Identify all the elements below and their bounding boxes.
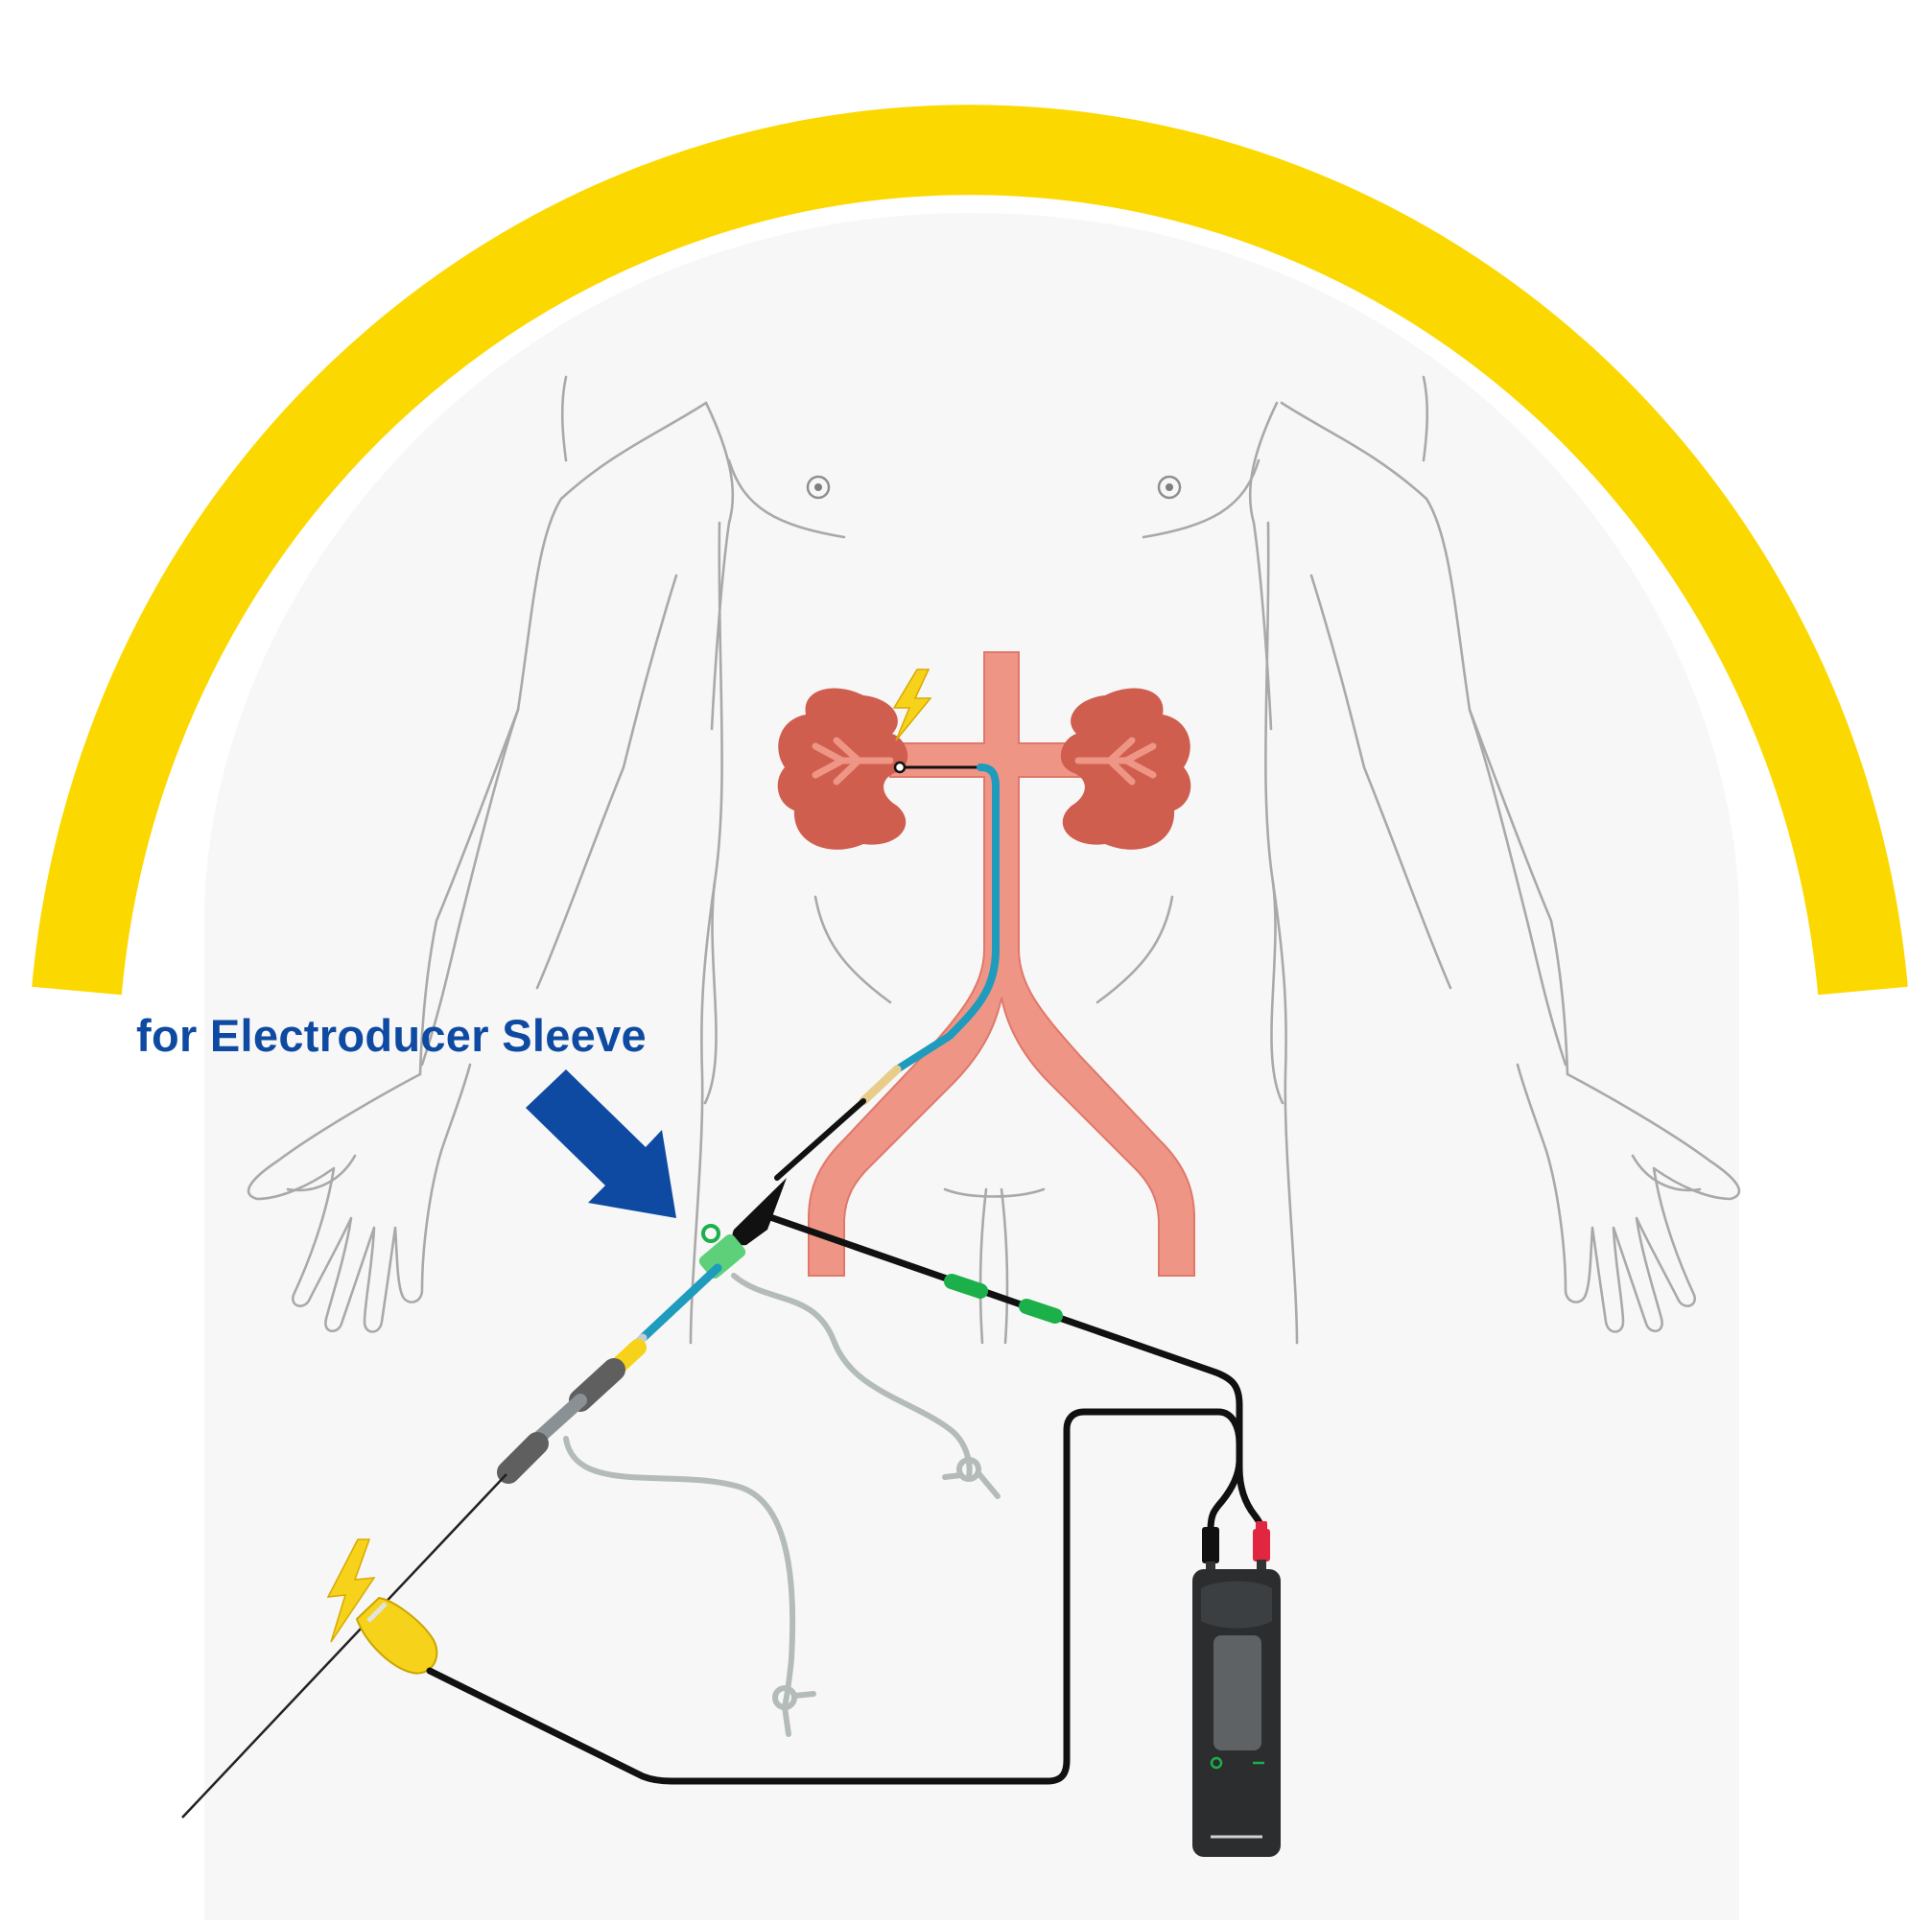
right-hip-line (1096, 895, 1174, 1004)
grey-side-tubing (563, 1273, 973, 1710)
background-panel (204, 213, 1739, 1920)
stopcock-valves (772, 1457, 1001, 1737)
right-kidney-shape (1060, 688, 1191, 850)
black-cables (426, 1212, 1266, 1785)
sleeve-hub-ring (701, 1224, 720, 1243)
left-shoulder-line (704, 401, 735, 731)
right-thigh-line (1270, 880, 1284, 1105)
left-pec-line (727, 458, 846, 539)
right-thumb-line (1631, 1154, 1702, 1192)
black-plug-pin (1206, 1561, 1215, 1575)
left-renal-vessels (812, 737, 894, 786)
yellow-clip-body (355, 1596, 438, 1675)
catheter-cable (764, 1212, 1243, 1534)
stopcock-left-arm-1 (791, 1691, 816, 1699)
introducer-grey-valve-2 (497, 1432, 549, 1484)
left-forearm-line (420, 708, 520, 1067)
green-connector-2 (1019, 1299, 1063, 1324)
stopcock-left-arm-2 (782, 1704, 791, 1737)
left-hip-line (813, 895, 892, 1004)
neck-left-line (560, 375, 568, 462)
groin-line (943, 1187, 1046, 1198)
electroducer-sleeve-hub (698, 1224, 746, 1279)
catheter-tip-loop (893, 761, 907, 774)
black-plug (1202, 1527, 1219, 1563)
stimulator-device (1192, 1569, 1281, 1857)
device-top-cap (1201, 1581, 1272, 1629)
introducer-assembly (497, 1263, 722, 1484)
left-arm-inner-line (535, 574, 678, 990)
left-thumb-line (286, 1154, 357, 1192)
clip-cable (426, 1408, 1266, 1785)
left-thigh-line (703, 880, 718, 1105)
yellow-clip-stripe (366, 1602, 388, 1623)
clip-lightning-bolt-icon (326, 1538, 376, 1643)
left-leg-inner-line (978, 1187, 988, 1345)
left-nipple (806, 475, 831, 500)
green-connector-1 (944, 1274, 988, 1299)
neck-right-line (1422, 375, 1429, 462)
left-kidney-shape (777, 688, 908, 850)
right-pec-line (1142, 458, 1261, 539)
catheter-path (774, 761, 1000, 1181)
right-torso-line (1264, 521, 1299, 1345)
sleeve-hub-body (698, 1233, 746, 1279)
side-tube-left (563, 1436, 796, 1710)
right-nipple (1157, 475, 1182, 500)
device-screen (1213, 1635, 1261, 1750)
right-leg-inner-line (1000, 1187, 1009, 1345)
yellow-halo-arc (32, 105, 1908, 996)
body-outline (247, 375, 1741, 1345)
electroducer-connector-cone (732, 1178, 787, 1246)
stopcock-right-ring (956, 1457, 981, 1482)
red-plug-tip (1256, 1521, 1267, 1531)
right-forearm-line (1468, 708, 1567, 1067)
aorta-and-iliac-arteries (808, 651, 1195, 1277)
introducer-grey-valve-1 (569, 1358, 625, 1412)
stopcock-right-arm-1 (976, 1470, 1001, 1499)
left-torso-line (689, 521, 723, 1345)
red-plug-pin (1257, 1560, 1266, 1573)
right-arm-inner-line (1309, 574, 1452, 990)
catheter-blue-segment (893, 763, 1000, 1073)
green-cable-connectors (944, 1274, 1063, 1324)
device-power-led-icon (1210, 1756, 1223, 1770)
nipples (806, 475, 1182, 500)
right-nipple-center (1166, 483, 1173, 491)
red-plug (1253, 1529, 1270, 1561)
stopcock-right-arm-2 (942, 1472, 964, 1480)
device-plugs (1202, 1521, 1270, 1575)
side-tube-right (731, 1273, 973, 1480)
callout-arrow-icon (526, 1069, 676, 1218)
left-hand-outline (247, 1063, 472, 1333)
left-kidney (777, 688, 908, 850)
right-renal-vessels (1074, 737, 1157, 786)
right-kidney (1060, 688, 1191, 850)
callout-label: for Electroducer Sleeve (136, 1010, 647, 1061)
yellow-clip-electrode (326, 1538, 438, 1675)
guide-wire (181, 1473, 507, 1819)
right-hand-outline (1516, 1063, 1741, 1333)
catheter-black-segment (774, 1098, 866, 1181)
catheter-tan-segment (859, 1065, 902, 1106)
left-nipple-center (814, 483, 822, 491)
artery-tree (808, 651, 1195, 1277)
kidney-lightning-bolt-icon (892, 669, 932, 741)
introducer-blue-tube (638, 1263, 722, 1343)
